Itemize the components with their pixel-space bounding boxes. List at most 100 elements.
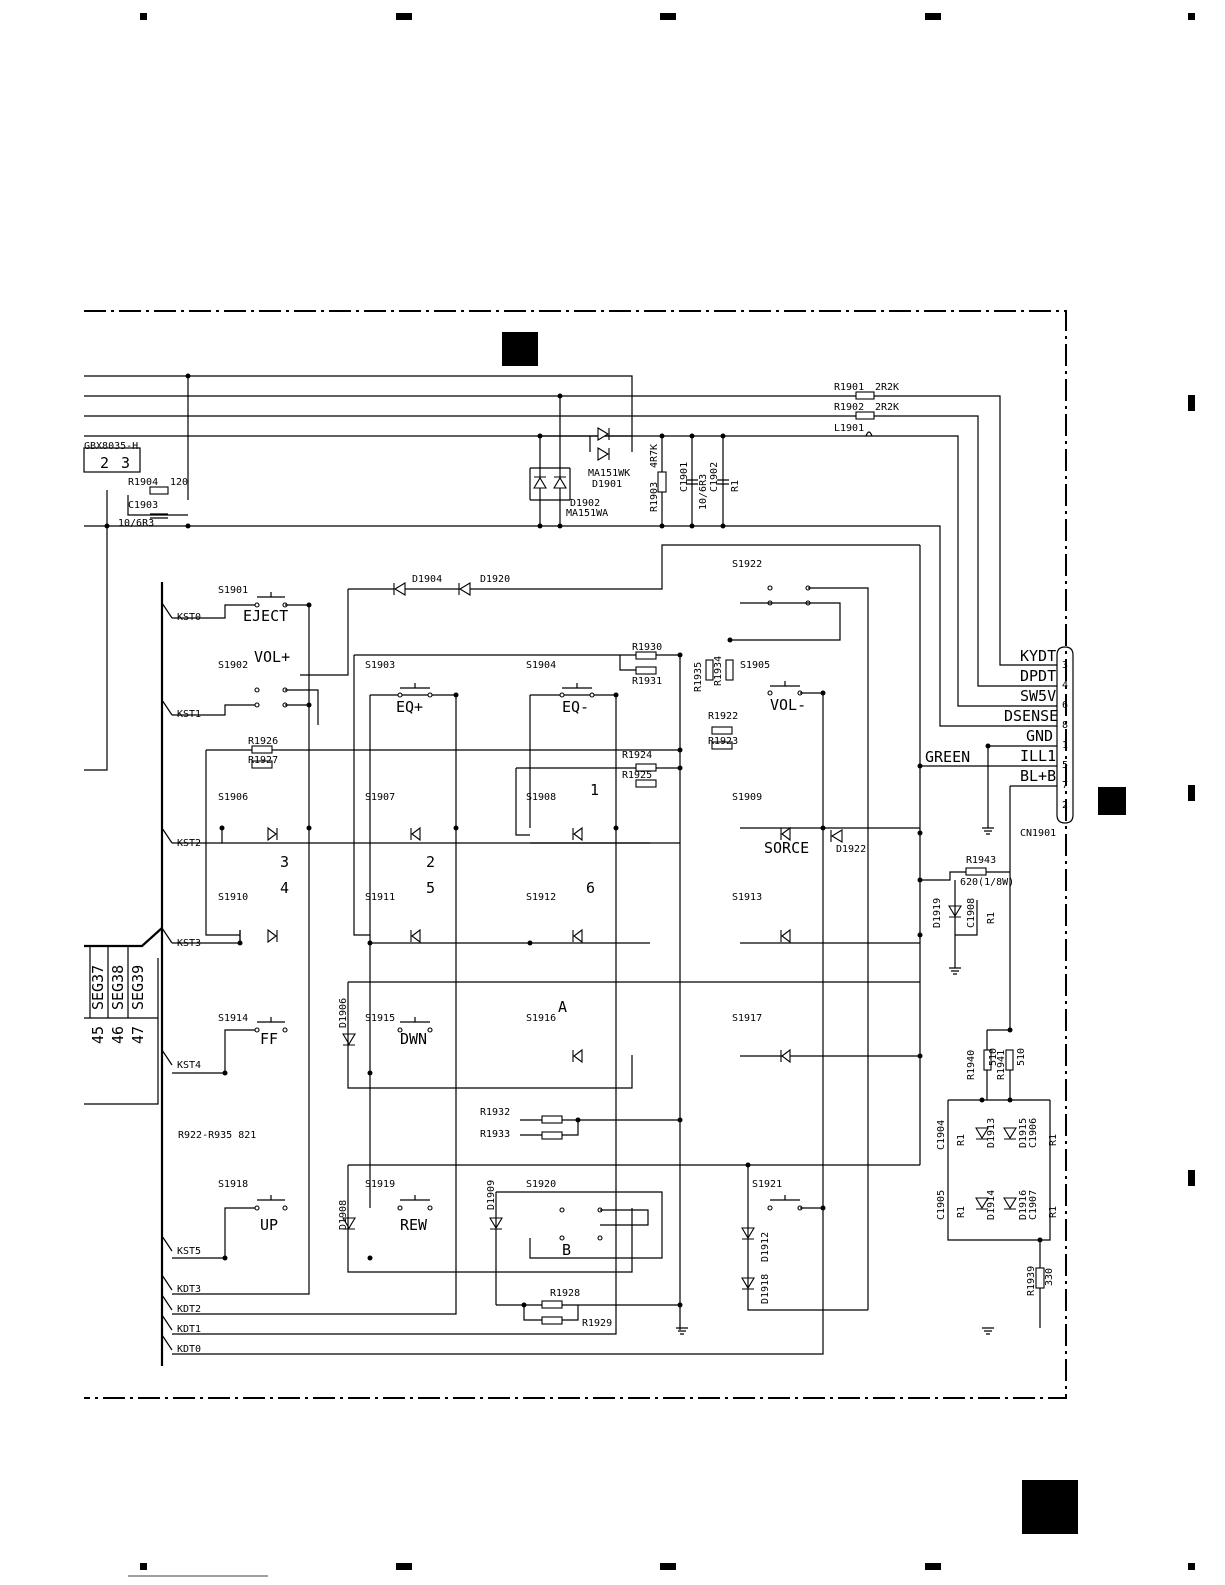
r1904-value: 120 — [170, 477, 188, 488]
d1920-ref: D1920 — [480, 574, 510, 585]
key-6: 6 — [586, 879, 595, 897]
c1902-plates — [717, 479, 729, 485]
r1925-ref: R1925 — [622, 770, 652, 781]
d1901-part: MA151WK — [588, 468, 630, 479]
r1901-body — [855, 391, 875, 400]
r1940-ref: R1940 — [966, 1050, 977, 1080]
r1931-ref: R1931 — [632, 676, 662, 687]
d1922-ref: D1922 — [836, 844, 866, 855]
s1920-ref: S1920 — [526, 1179, 556, 1190]
switch-s1903 — [397, 683, 433, 698]
s1917-ref: S1917 — [732, 1013, 762, 1024]
bus-labels: KST0 KST1 KST2 KST3 KST4 KST5 KDT3 KDT2 … — [177, 612, 201, 1355]
top-wiring — [84, 375, 1057, 771]
c1905-r1-value: R1 — [956, 1206, 967, 1218]
d1909-ref: D1909 — [486, 1180, 497, 1210]
key-rew: REW — [400, 1216, 428, 1234]
ic-part: GBX8035-H — [84, 441, 138, 452]
key-3: 3 — [280, 853, 289, 871]
cn-pin-3: 3 — [1062, 660, 1068, 671]
r1941-value: 510 — [1016, 1048, 1027, 1066]
lower-switches — [254, 1017, 823, 1259]
d1902-diode-a — [533, 476, 547, 489]
bus-kdt0: KDT0 — [177, 1344, 201, 1355]
d1914-ref: D1914 — [986, 1190, 997, 1220]
d1918-ref: D1918 — [760, 1274, 771, 1304]
d1916-ref: D1916 — [1018, 1190, 1029, 1220]
section-marker-right — [1098, 787, 1126, 815]
d1915-ref: D1915 — [1018, 1118, 1029, 1148]
switch-s1901 — [254, 592, 309, 608]
c1905-ref: C1905 — [936, 1190, 947, 1220]
c1901-plates — [686, 479, 698, 485]
d1902-diode-b — [553, 476, 567, 489]
board-boundary — [84, 310, 1067, 1399]
cn-pin-8: 8 — [1062, 720, 1068, 731]
top-labels: R1901 2R2K R1902 2R2K L1901 GBX8035-H 2 … — [84, 382, 899, 529]
key-vol-plus: VOL+ — [254, 648, 290, 666]
l1901-ref: L1901 — [834, 423, 864, 434]
key-matrix-bus — [84, 582, 173, 1366]
r1929-ref: R1929 — [582, 1318, 612, 1329]
key-vol-minus: VOL- — [770, 696, 806, 714]
c1906-r1-value: R1 — [1048, 1134, 1059, 1146]
d1901-ref: D1901 — [592, 479, 622, 490]
s1913-ref: S1913 — [732, 892, 762, 903]
connector-cn1901 — [1056, 646, 1074, 824]
key-eject: EJECT — [243, 607, 288, 625]
key-dwn: DWN — [400, 1030, 427, 1048]
c1902-ref: C1902 — [709, 462, 720, 492]
s1911-ref: S1911 — [365, 892, 395, 903]
seg38-label: SEG38 — [109, 965, 127, 1010]
s1908-ref: S1908 — [526, 792, 556, 803]
c1907-r1-value: R1 — [1048, 1206, 1059, 1218]
r1902-ref: R1902 — [834, 402, 864, 413]
s1906-ref: S1906 — [218, 792, 248, 803]
s1922-ref: S1922 — [732, 559, 762, 570]
resistor-note: R922-R935 821 — [178, 1130, 256, 1141]
c1904-r1-value: R1 — [956, 1134, 967, 1146]
ic-gbx8035 — [83, 447, 141, 473]
diode-switches — [267, 826, 791, 1064]
cn1901-ref: CN1901 — [1020, 828, 1056, 839]
matrix-resistors — [205, 651, 734, 1330]
cn-pin-2: 2 — [1062, 800, 1068, 811]
r1922-ref: R1922 — [708, 711, 738, 722]
s1919-ref: S1919 — [365, 1179, 395, 1190]
key-up: UP — [260, 1216, 278, 1234]
s1902-ref: S1902 — [218, 660, 248, 671]
r1902-body — [855, 411, 875, 420]
r1933-ref: R1933 — [480, 1129, 510, 1140]
d1901-diode-b — [597, 447, 610, 461]
c1903-ref: C1903 — [128, 500, 158, 511]
key-2: 2 — [426, 853, 435, 871]
r1923-ref: R1923 — [708, 736, 738, 747]
bus-kst4: KST4 — [177, 1060, 201, 1071]
s1918-ref: S1918 — [218, 1179, 248, 1190]
r1943-ref: R1943 — [966, 855, 996, 866]
s1910-ref: S1910 — [218, 892, 248, 903]
top-components — [83, 391, 875, 519]
d1906-ref: D1906 — [338, 998, 349, 1028]
switch-s1902 — [254, 687, 319, 725]
pin-45: 45 — [89, 1026, 107, 1044]
s1903-ref: S1903 — [365, 660, 395, 671]
r1930-ref: R1930 — [632, 642, 662, 653]
r1901-value: 2R2K — [875, 382, 899, 393]
r1926-ref: R1926 — [248, 736, 278, 747]
cn-pin-6: 6 — [1062, 700, 1068, 711]
r1904-ref: R1904 — [128, 477, 158, 488]
c1901-value: 10/6R3 — [698, 474, 709, 510]
s1909-ref: S1909 — [732, 792, 762, 803]
c1908-ref: C1908 — [966, 898, 977, 928]
r1924-ref: R1924 — [622, 750, 652, 761]
right-side-circuits — [676, 545, 1057, 1335]
c1903-value: 10/6R3 — [118, 518, 154, 529]
d1904-ref: D1904 — [412, 574, 442, 585]
bus-kdt3: KDT3 — [177, 1284, 201, 1295]
cn-signal-dsense: DSENSE — [1004, 707, 1058, 725]
c1907-ref: C1907 — [1028, 1190, 1039, 1220]
s1904-ref: S1904 — [526, 660, 556, 671]
d1901-diode-a — [597, 427, 610, 441]
